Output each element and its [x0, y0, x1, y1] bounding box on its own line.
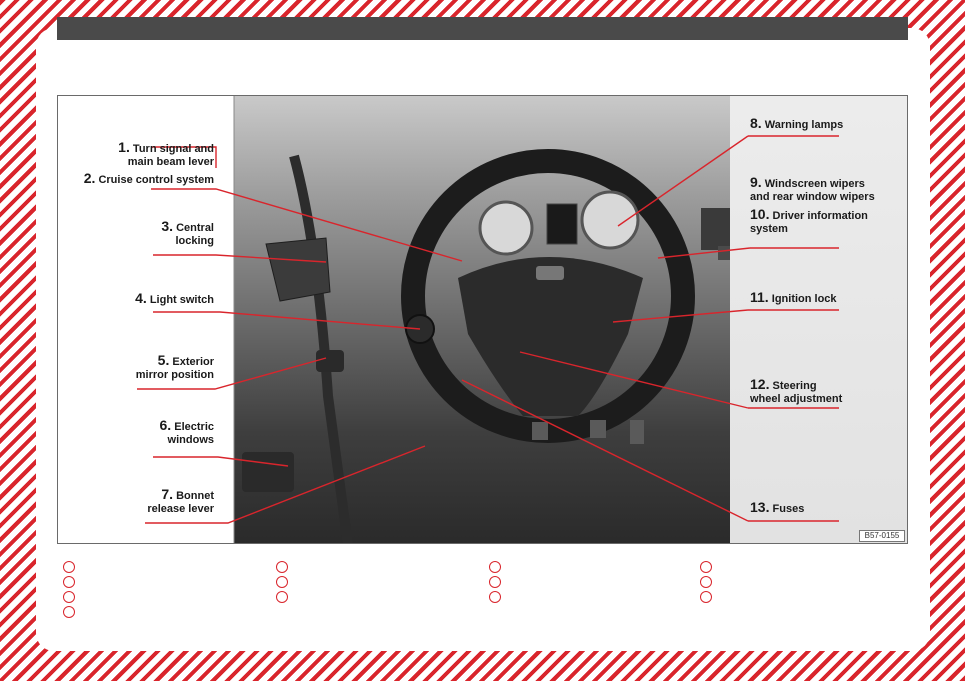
callout-central-locking: 3. Central locking	[161, 218, 214, 247]
leader-3	[153, 254, 327, 263]
leader-11b	[612, 309, 749, 323]
callout-bonnet-release: 7. Bonnet release lever	[147, 486, 214, 515]
leader-5	[137, 357, 327, 390]
legend-circle	[63, 561, 75, 573]
leader-4	[153, 311, 421, 330]
legend-circle	[63, 576, 75, 588]
callout-driver-info: 10. Driver information system	[750, 206, 868, 235]
window-switches	[242, 452, 294, 492]
pedal-clutch	[532, 422, 548, 440]
callout-steering-adjustment: 12. Steering wheel adjustment	[750, 376, 843, 405]
legend-circle	[489, 561, 501, 573]
leader-2	[151, 188, 463, 262]
leader-7	[145, 445, 426, 524]
legend-circle	[276, 576, 288, 588]
leader-6	[153, 456, 289, 467]
legend-circle	[276, 561, 288, 573]
right-vent	[701, 208, 730, 250]
legend-circle	[276, 591, 288, 603]
legend-circle	[489, 591, 501, 603]
dashboard-photo-right	[730, 96, 907, 543]
steering-wheel-hub	[458, 257, 643, 416]
callout-turn-signal: 1. Turn signal and main beam lever	[118, 139, 214, 168]
info-display	[546, 203, 578, 245]
header-bar	[57, 17, 908, 40]
leader-8b	[617, 135, 749, 227]
legend-circle	[700, 561, 712, 573]
callout-fuses: 13. Fuses	[750, 499, 805, 515]
steering-logo	[536, 266, 564, 280]
speedometer	[478, 200, 534, 256]
leader-12b	[519, 351, 749, 409]
legend-circle	[700, 576, 712, 588]
callout-warning-lamps: 8. Warning lamps	[750, 115, 844, 131]
callout-ignition-lock: 11. Ignition lock	[750, 289, 837, 305]
legend-circle	[63, 606, 75, 618]
right-knob	[718, 246, 730, 260]
legend-circle	[63, 591, 75, 603]
callout-cruise-control: 2. Cruise control system	[83, 170, 214, 186]
tachometer	[580, 190, 640, 250]
leader-1	[151, 146, 217, 168]
legend-circle	[700, 591, 712, 603]
callout-wipers: 9. Windscreen wipers and rear window wip…	[750, 174, 875, 203]
leader-13b	[461, 379, 749, 522]
pedal-brake	[590, 420, 606, 438]
dashboard-figure: 1. Turn signal and main beam lever 2. Cr…	[57, 95, 908, 544]
figure-overlay	[137, 96, 839, 543]
door-handle	[265, 237, 331, 302]
leader-9-10b	[657, 247, 751, 259]
callout-exterior-mirror: 5. Exterior mirror position	[135, 352, 214, 381]
legend-circle	[489, 576, 501, 588]
figure-code: B57-0155	[859, 530, 905, 542]
callout-electric-windows: 6. Electric windows	[159, 417, 215, 446]
callout-light-switch: 4. Light switch	[135, 290, 214, 306]
pedal-accelerator	[630, 420, 644, 444]
mirror-control	[316, 350, 344, 372]
